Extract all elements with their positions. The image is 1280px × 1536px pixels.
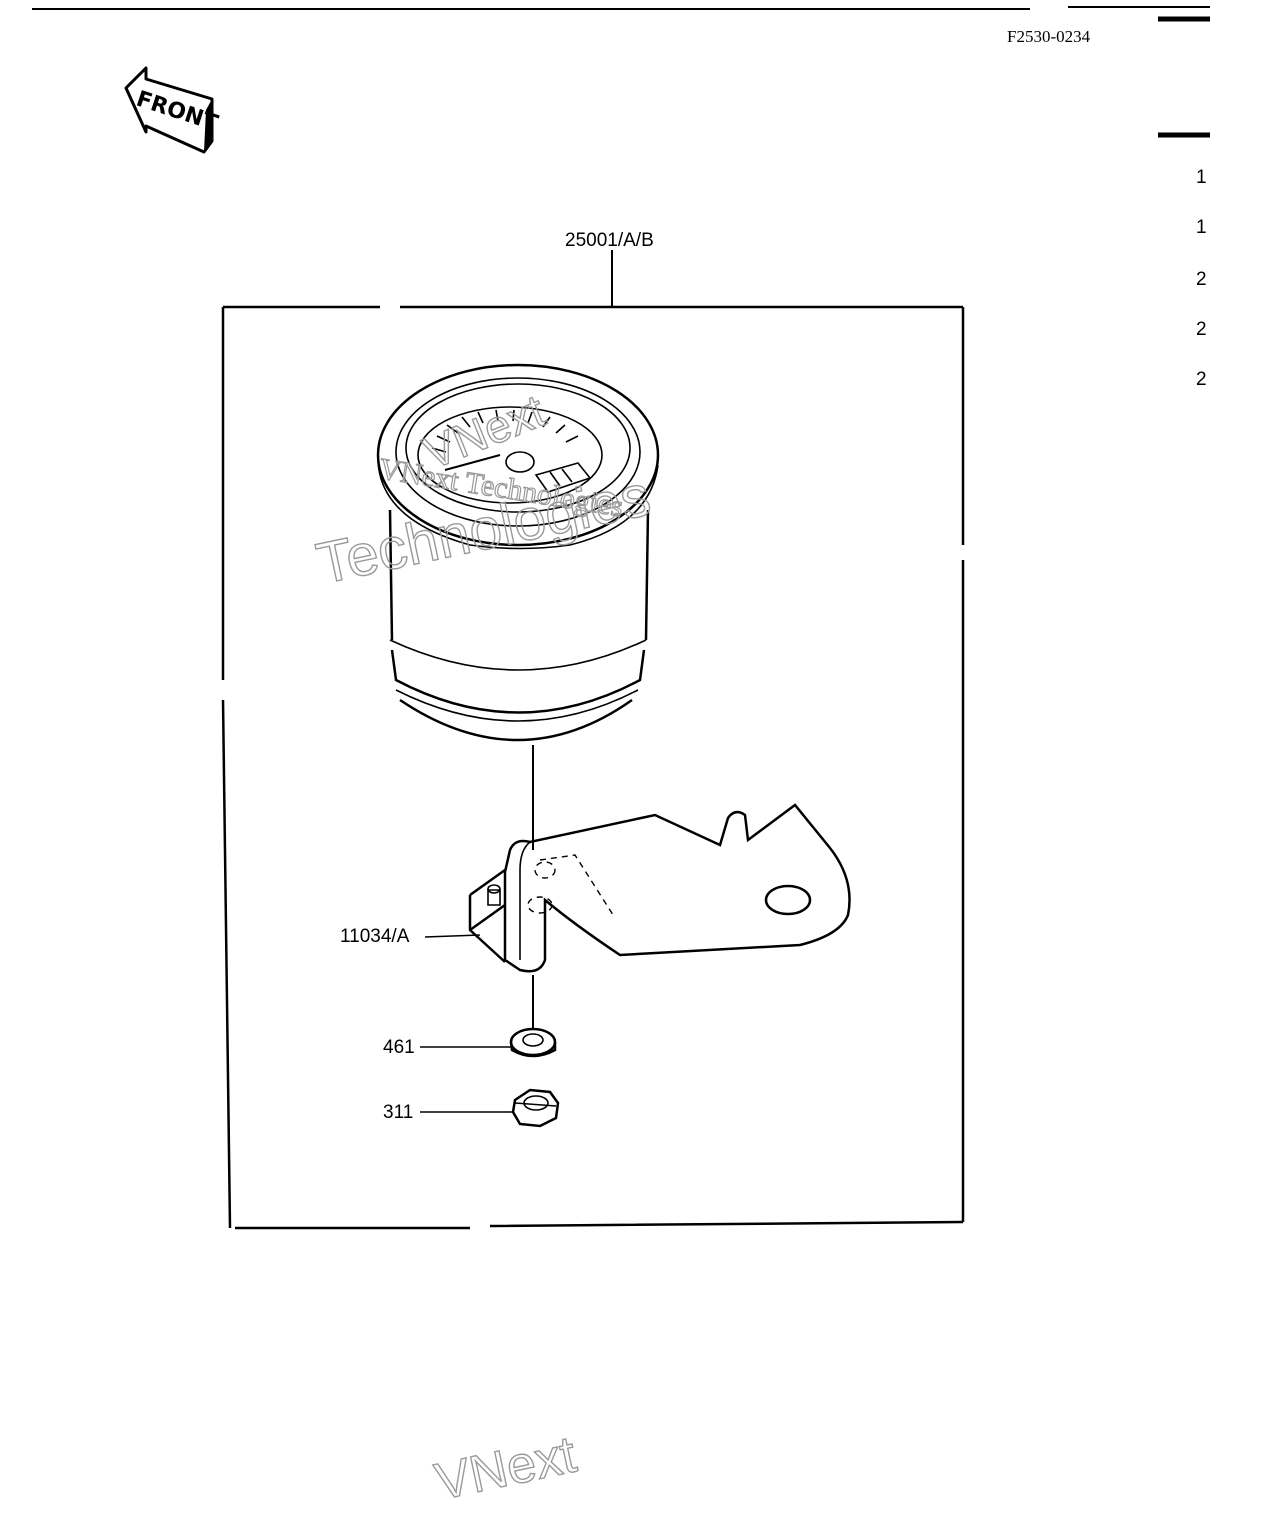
watermark: VNext Technologies VNext Technologies VN… xyxy=(310,383,656,1512)
side-index-item: 1 xyxy=(1196,167,1207,188)
washer-illustration xyxy=(509,1027,557,1058)
watermark-text-4: VNext xyxy=(430,1425,581,1511)
side-index-item: 2 xyxy=(1196,369,1207,390)
side-index-item: 2 xyxy=(1196,269,1207,290)
callout-bracket: 11034/A xyxy=(340,926,410,947)
bracket-illustration xyxy=(468,803,851,1028)
nut-illustration xyxy=(511,1088,560,1128)
side-index-item: 2 xyxy=(1196,319,1207,340)
front-arrow-icon: FRONT xyxy=(124,66,221,154)
reference-code: F2530-0234 xyxy=(1007,27,1091,46)
top-rules xyxy=(32,6,1210,138)
side-index: 1 1 2 2 2 xyxy=(1196,167,1207,390)
callout-nut: 311 xyxy=(383,1102,413,1123)
callout-meter-assembly: 25001/A/B xyxy=(565,230,654,251)
callout-washer: 461 xyxy=(383,1037,415,1058)
speedometer-illustration xyxy=(376,363,660,850)
side-index-item: 1 xyxy=(1196,217,1207,238)
watermark-text-2: VNext xyxy=(416,384,552,479)
assembly-box xyxy=(221,250,965,1230)
leader-bracket xyxy=(424,934,481,938)
